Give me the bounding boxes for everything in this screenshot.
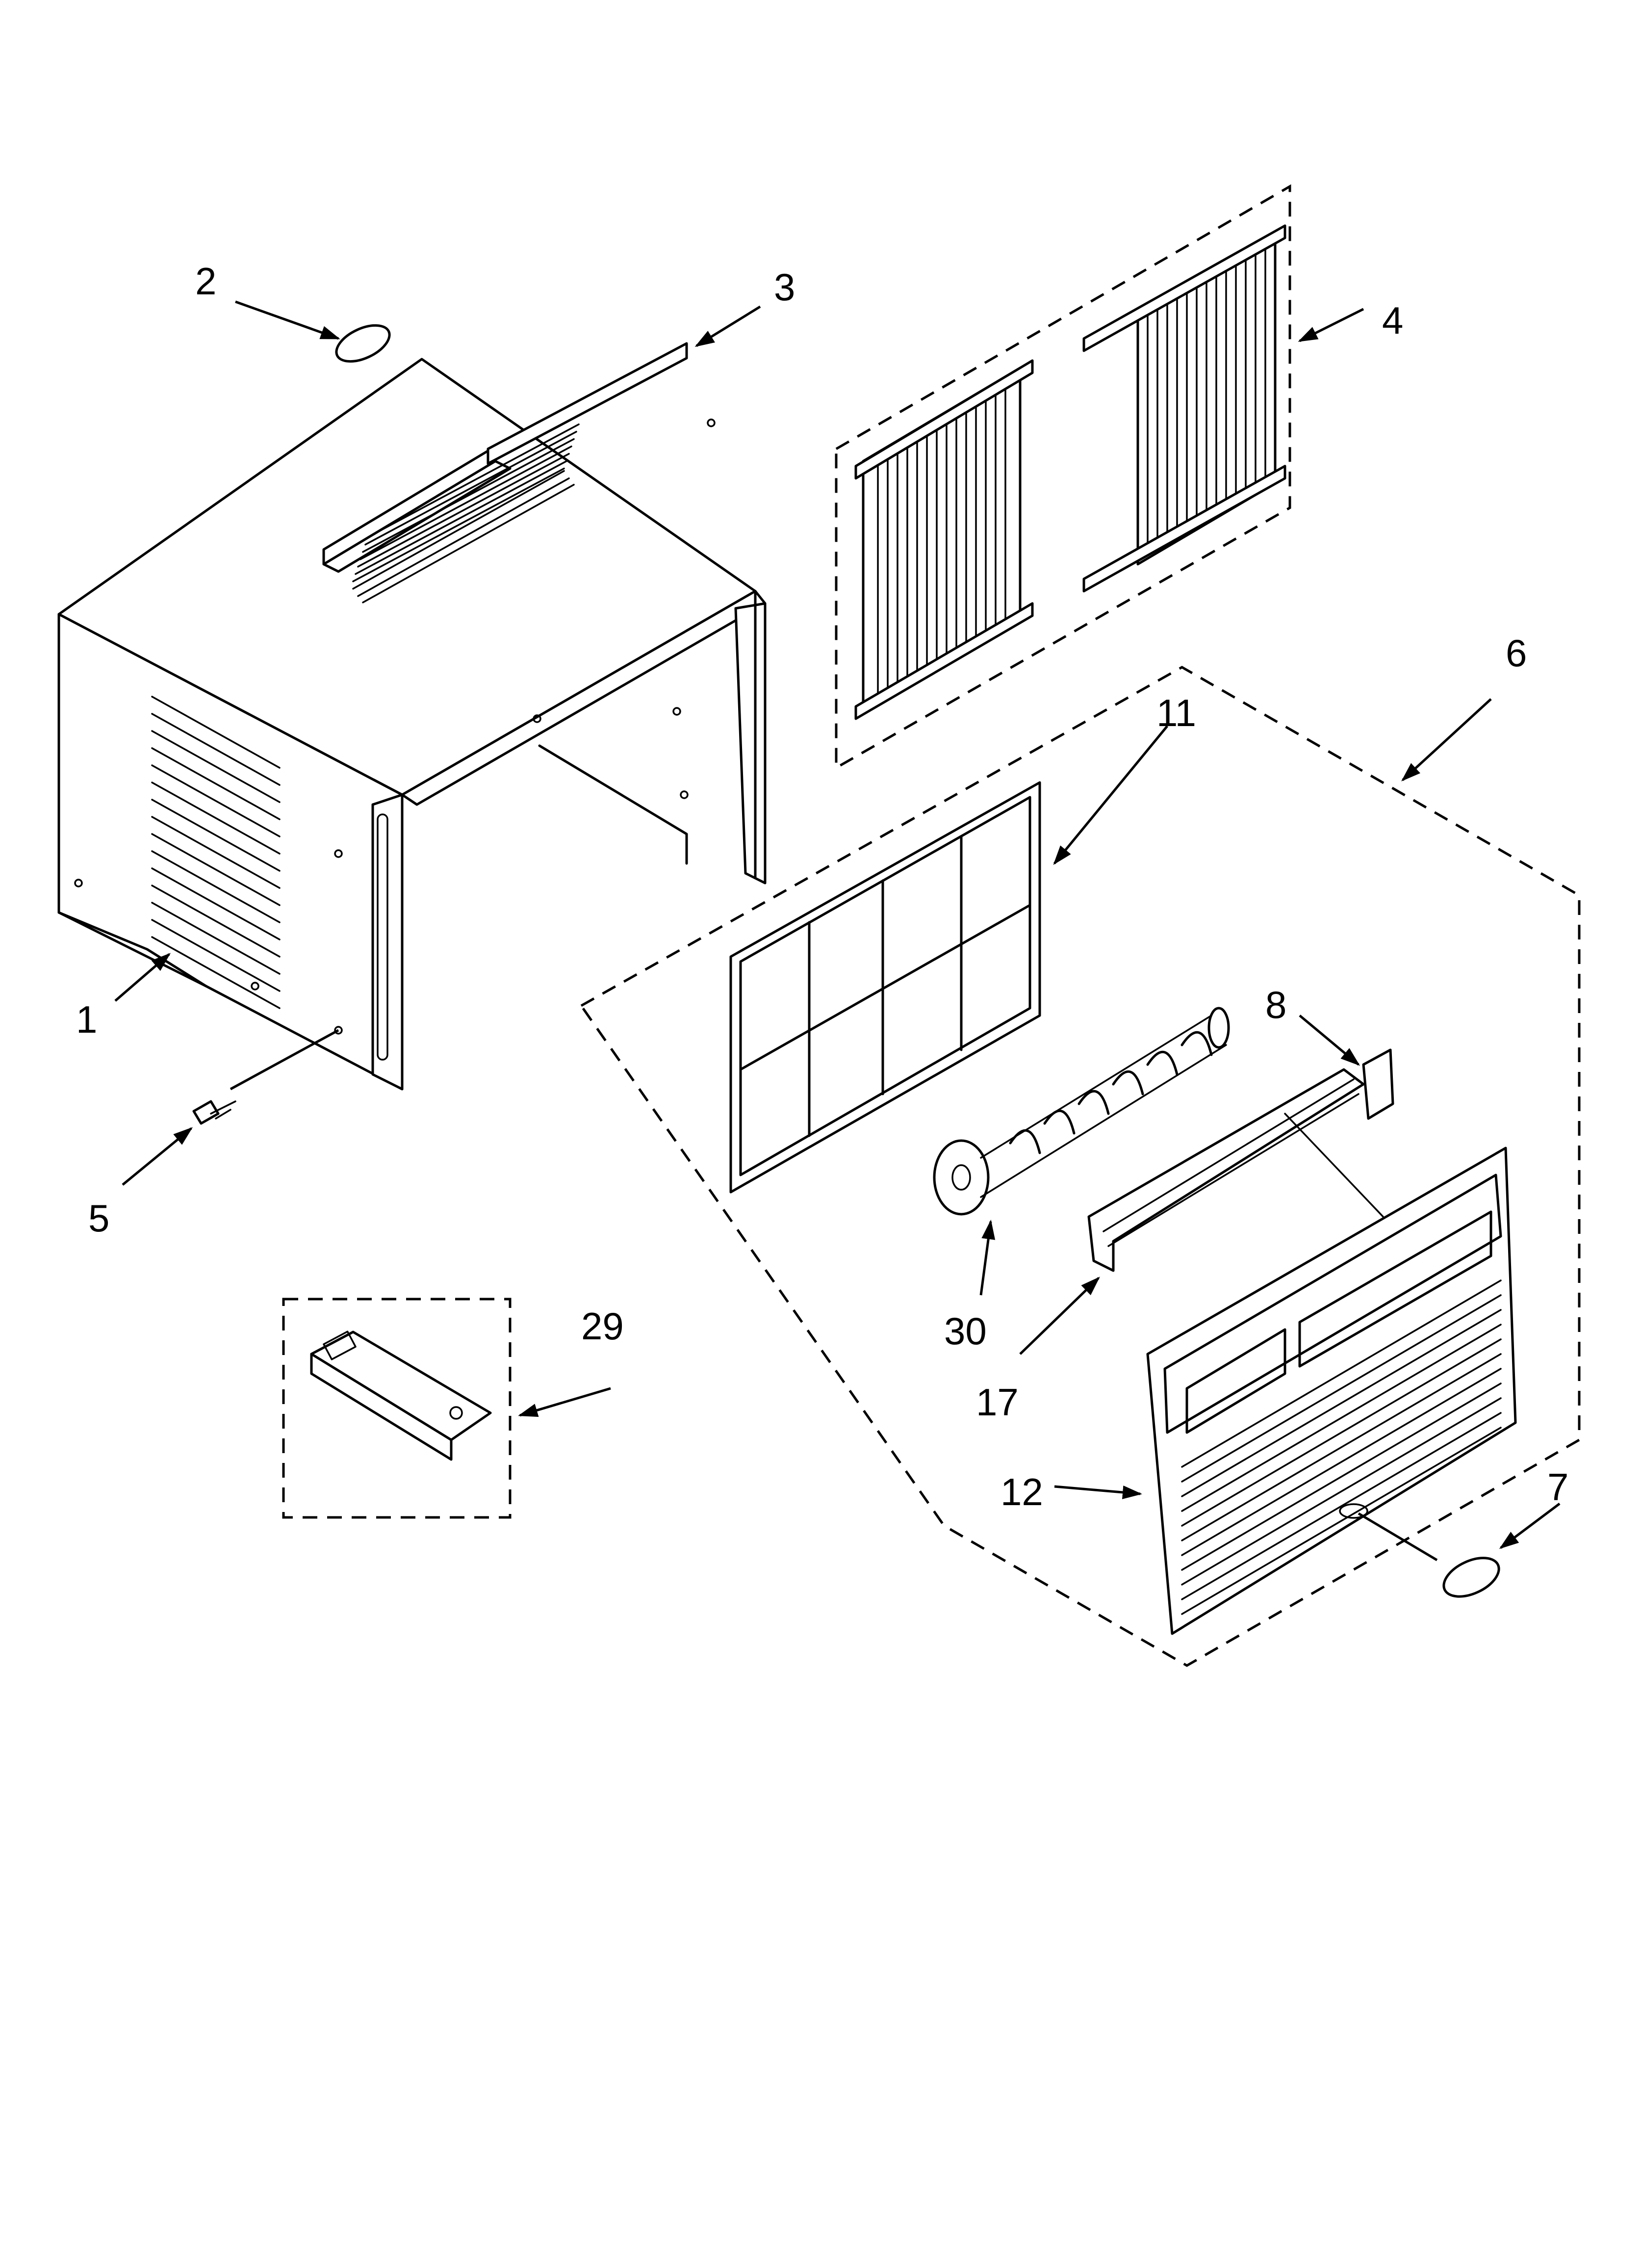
part-8-clip [1362,1048,1394,1120]
callout-4: 4 [1382,299,1403,342]
callout-5: 5 [88,1197,109,1240]
part-12-front-grille [1146,1147,1517,1635]
part-4-curtain-group [835,184,1291,770]
part-5-screw [192,1100,236,1125]
cabinet-part [57,358,767,1091]
callout-2: 2 [195,260,216,303]
part-11-filter [729,781,1041,1194]
top-vent-louvers [352,423,580,582]
callout-11: 11 [1156,691,1196,734]
callout-3: 3 [774,265,795,309]
part-2-oval [335,324,391,363]
part-7-oval [1442,1557,1500,1598]
callout-30: 30 [944,1309,987,1353]
part-3-rail [487,342,688,465]
callout-8: 8 [1265,983,1286,1026]
callout-6: 6 [1506,631,1527,675]
leader-lines [114,300,1561,1562]
part-29-remote-group [282,1298,512,1519]
part-30-blower-wheel [933,1007,1230,1216]
callout-12: 12 [1001,1470,1043,1513]
callout-7: 7 [1547,1465,1568,1509]
callout-labels: 2 3 4 6 11 8 1 5 29 30 17 12 7 [76,260,1568,1513]
side-vent-louvers [151,696,281,1009]
callout-17: 17 [976,1381,1019,1424]
part-17-louver [1087,1068,1384,1272]
callout-29: 29 [581,1304,624,1348]
callout-1: 1 [76,998,97,1041]
part-6-front-assembly-outline [579,666,1581,1667]
